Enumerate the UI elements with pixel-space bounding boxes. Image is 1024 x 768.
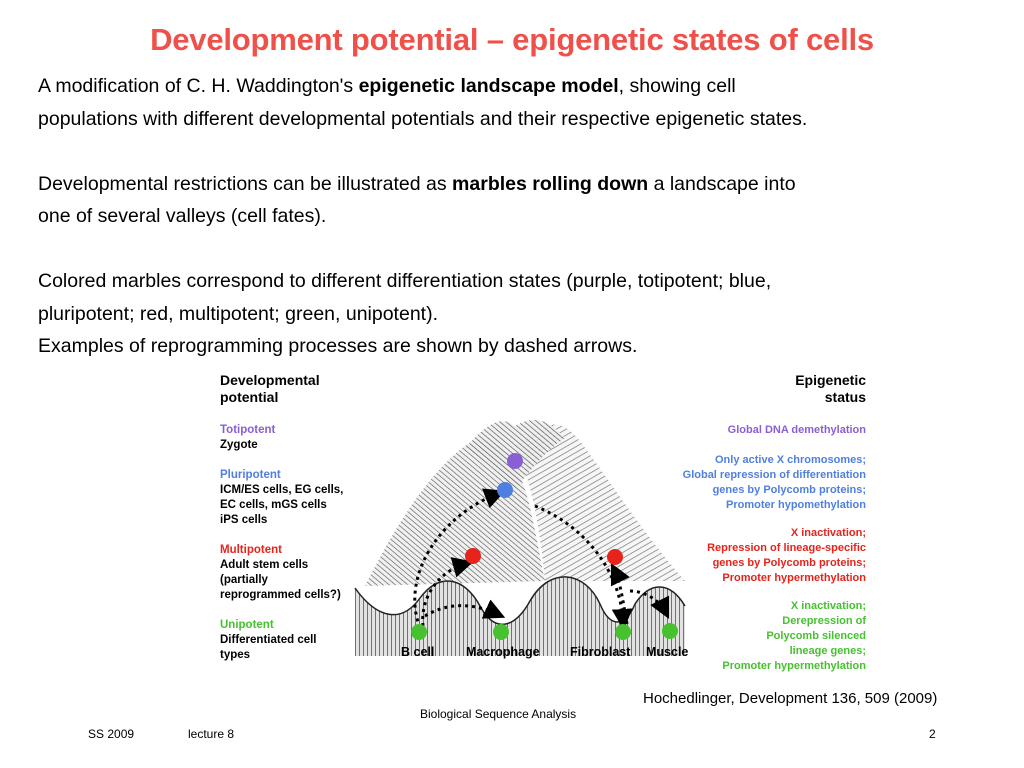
status-multipotent-line: X inactivation;	[790, 527, 866, 539]
status-pluripotent-line: Global repression of differentiation	[682, 469, 866, 481]
marble-totipotent	[507, 453, 523, 469]
footer-course-title: Biological Sequence Analysis	[420, 707, 577, 721]
status-totipotent: Global DNA demethylation	[727, 424, 866, 436]
cell-label-fibroblast: Fibroblast	[570, 645, 631, 659]
text-segment: a landscape into	[648, 172, 796, 195]
paragraph-4: Examples of reprogramming processes are …	[38, 335, 638, 357]
footer-term: SS 2009	[88, 727, 135, 741]
level-totipotent-cell: Zygote	[220, 439, 258, 451]
level-pluripotent-cell: EC cells, mGS cells	[220, 499, 327, 511]
paragraph-3-line-1: Colored marbles correspond to different …	[38, 270, 772, 292]
slide-body: A modification of C. H. Waddington's epi…	[38, 70, 998, 363]
marble-pluripotent	[497, 482, 513, 498]
status-multipotent-line: genes by Polycomb proteins;	[712, 557, 866, 569]
level-pluripotent-cell: iPS cells	[220, 514, 268, 526]
left-header-line-2: potential	[220, 389, 279, 405]
paragraph-2-line-1: Developmental restrictions can be illust…	[38, 168, 998, 201]
level-unipotent-cell: Differentiated cell	[220, 634, 317, 646]
status-pluripotent-line: genes by Polycomb proteins;	[712, 484, 866, 496]
status-unipotent-line: lineage genes;	[789, 645, 866, 657]
right-header-line-1: Epigenetic	[795, 372, 866, 388]
marble-unipotent-bcell	[411, 624, 427, 640]
level-multipotent-label: Multipotent	[220, 544, 282, 556]
level-totipotent-label: Totipotent	[220, 424, 276, 436]
status-unipotent-line: Derepression of	[782, 615, 866, 627]
reprogramming-arrow-fibroblast-to-multipotent	[610, 562, 630, 625]
landscape-left-slope	[365, 440, 545, 586]
paragraph-1-line-2: populations with different developmental…	[38, 107, 808, 130]
text-segment: Developmental restrictions can be illust…	[38, 172, 453, 195]
footer-page-number: 2	[929, 727, 936, 741]
cell-label-muscle: Muscle	[646, 645, 689, 659]
epigenetic-status-column: Epigenetic status Global DNA demethylati…	[640, 372, 866, 674]
level-multipotent-cell: (partially	[220, 574, 268, 586]
cell-label-macrophage: Macrophage	[466, 645, 540, 659]
footer-lecture: lecture 8	[188, 727, 235, 741]
text-segment: , showing cell	[618, 75, 736, 97]
left-header-line-1: Developmental	[220, 372, 320, 388]
figure-citation: Hochedlinger, Development 136, 509 (2009…	[643, 690, 938, 707]
developmental-potential-column: Developmental potential Totipotent Zygot…	[220, 372, 380, 663]
reprogramming-arrow-bcell-to-multipotent	[421, 557, 474, 627]
bold-term-landscape-model: epigenetic landscape model	[358, 75, 619, 97]
cell-label-b-cell: B cell	[401, 645, 435, 659]
paragraph-2-line-2: one of several valleys (cell fates).	[38, 205, 327, 227]
status-unipotent-line: X inactivation;	[790, 600, 866, 612]
marble-multipotent-right	[607, 549, 623, 565]
reprogramming-arrow-fibroblast-to-muscle	[629, 589, 670, 620]
status-multipotent-line: Promoter hypermethylation	[722, 572, 866, 584]
text-segment: A modification of C. H. Waddington's	[38, 75, 359, 97]
marble-unipotent-muscle	[662, 623, 678, 639]
level-pluripotent-cell: ICM/ES cells, EG cells,	[220, 484, 344, 496]
level-pluripotent-label: Pluripotent	[220, 469, 281, 481]
status-unipotent-line: Promoter hypermethylation	[722, 660, 866, 672]
paragraph-1-line-1: A modification of C. H. Waddington's epi…	[38, 70, 998, 103]
status-pluripotent-line: Only active X chromosomes;	[715, 454, 866, 466]
right-header-line-2: status	[824, 389, 866, 405]
status-unipotent-line: Polycomb silenced	[766, 630, 866, 642]
status-multipotent-line: Repression of lineage-specific	[707, 542, 866, 554]
bold-term-marbles: marbles rolling down	[452, 172, 649, 195]
slide-title: Development potential – epigenetic state…	[150, 22, 874, 57]
level-unipotent-cell: types	[220, 649, 251, 661]
level-multipotent-cell: Adult stem cells	[220, 559, 309, 571]
status-pluripotent-line: Promoter hypomethylation	[726, 499, 866, 511]
paragraph-3-line-2: pluripotent; red, multipotent; green, un…	[38, 302, 438, 325]
level-multipotent-cell: reprogrammed cells?)	[220, 589, 341, 601]
epigenetic-landscape-figure	[354, 419, 686, 656]
landscape-valleys	[355, 576, 685, 656]
landscape-right-slope	[515, 424, 685, 581]
reprogramming-arrow-pluripotent-to-fibroblast	[534, 504, 633, 630]
level-unipotent-label: Unipotent	[220, 619, 274, 631]
marble-unipotent-fibroblast	[615, 624, 631, 640]
marble-unipotent-macrophage	[493, 624, 509, 640]
reprogramming-arrow-bcell-to-macrophage	[424, 599, 506, 619]
reprogramming-arrow-bcell-to-pluripotent	[413, 488, 506, 629]
marble-multipotent-left	[465, 548, 481, 564]
